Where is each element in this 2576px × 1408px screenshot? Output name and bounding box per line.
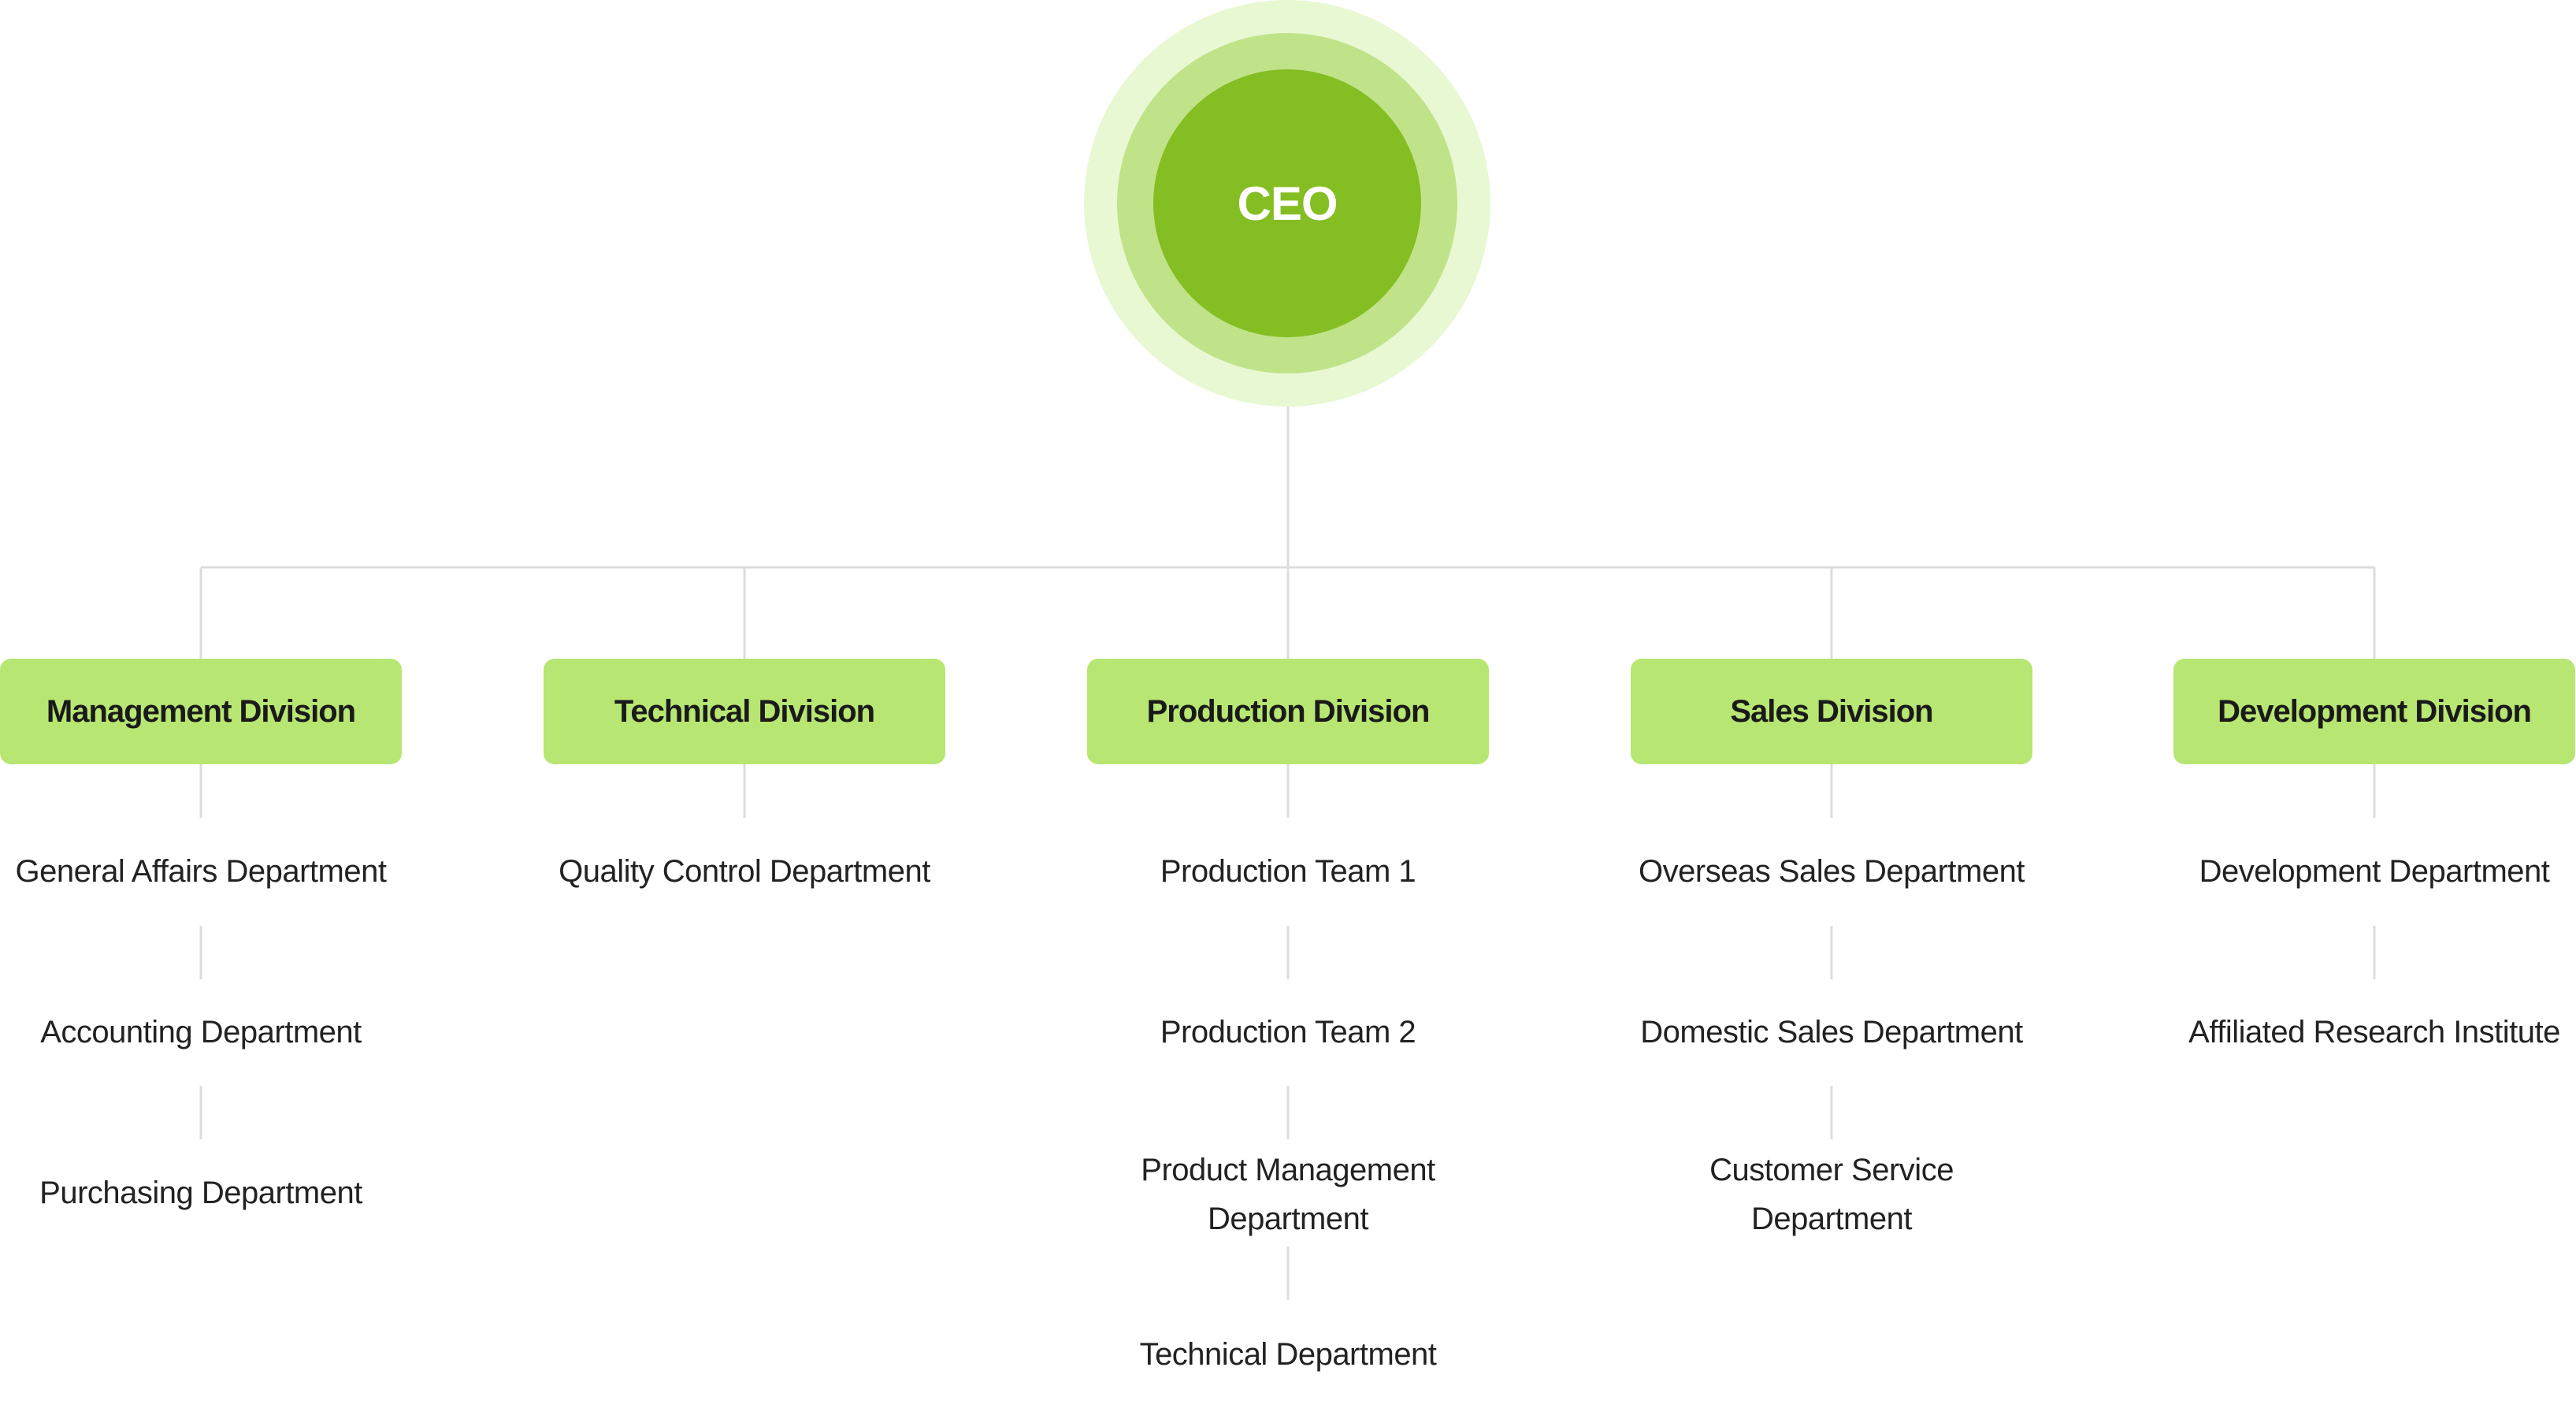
- dept-production-team-2: Production Team 2: [1160, 1015, 1416, 1049]
- dept-affiliated-research: Affiliated Research Institute: [2188, 1015, 2560, 1049]
- ceo-node: CEO: [1153, 69, 1421, 337]
- dept-general-affairs: General Affairs Department: [15, 854, 387, 889]
- dept-accounting: Accounting Department: [40, 1015, 362, 1049]
- dept-purchasing: Purchasing Department: [39, 1176, 362, 1210]
- dept-development: Development Department: [2199, 854, 2550, 889]
- division-label: Management Division: [46, 693, 356, 729]
- division-production: Production Division: [1087, 659, 1489, 764]
- division-label: Sales Division: [1730, 693, 1933, 729]
- division-label: Production Division: [1146, 693, 1431, 729]
- dept-customer-service-label: Customer Service Department: [1709, 1153, 1954, 1236]
- division-label: Technical Division: [614, 693, 875, 729]
- division-sales: Sales Division: [1631, 659, 2032, 764]
- dept-quality-control: Quality Control Department: [559, 854, 930, 889]
- dept-customer-service: Customer Service Department: [1611, 1146, 2052, 1243]
- division-management: Management Division: [0, 659, 402, 764]
- dept-production-team-1: Production Team 1: [1160, 854, 1416, 889]
- dept-product-management-label: Product Management Department: [1141, 1153, 1435, 1236]
- division-label: Development Division: [2218, 693, 2532, 729]
- division-technical: Technical Division: [544, 659, 945, 764]
- dept-overseas-sales: Overseas Sales Department: [1639, 854, 2025, 889]
- dept-product-management: Product Management Department: [1067, 1146, 1509, 1243]
- dept-domestic-sales: Domestic Sales Department: [1640, 1015, 2023, 1049]
- dept-technical: Technical Department: [1139, 1337, 1437, 1372]
- ceo-label: CEO: [1237, 176, 1338, 230]
- division-development: Development Division: [2173, 659, 2575, 764]
